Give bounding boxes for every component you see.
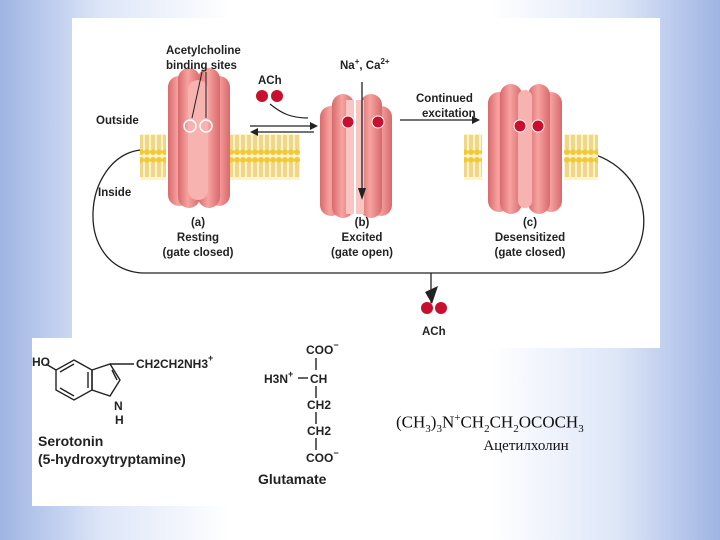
ach-molecule — [435, 302, 447, 314]
label-outside: Outside — [96, 115, 139, 127]
membrane-segment — [564, 134, 598, 180]
receptor-desensitized — [488, 84, 562, 214]
serotonin-name: Serotonin — [38, 433, 103, 449]
state-a-name: Resting — [177, 232, 219, 244]
label-ach-top: ACh — [258, 75, 282, 87]
acetylcholine-label: Ацетилхолин — [483, 438, 569, 454]
label-inside: Inside — [98, 187, 131, 199]
receptor-diagram-panel: Outside Inside Acetylcholine binding sit… — [72, 18, 660, 348]
ach-molecule — [256, 90, 268, 102]
chemical-structures: HO CH2CH2NH3+ N H Serotonin (5-hydroxytr… — [32, 340, 339, 487]
acetylcholine-formula: (CH3)3N+CH2CH2OCOCH3 — [396, 412, 584, 436]
state-c-gate: (gate closed) — [495, 247, 566, 259]
state-c-letter: (c) — [523, 217, 537, 229]
state-a-gate: (gate closed) — [163, 247, 234, 259]
glutamate-structure — [298, 358, 317, 450]
glutamate-coo-top: COO− — [306, 340, 339, 357]
glutamate-amine: H3N+ — [264, 369, 293, 386]
state-c-name: Desensitized — [495, 232, 565, 244]
label-continued-2: excitation — [422, 108, 476, 120]
serotonin-ho: HO — [32, 355, 50, 369]
serotonin-subname: (5-hydroxytryptamine) — [38, 451, 186, 467]
glutamate-coo-bottom: COO− — [306, 448, 339, 465]
state-b-name: Excited — [342, 232, 383, 244]
glutamate-ch2-a: CH2 — [307, 398, 331, 412]
membrane-segment — [140, 134, 166, 180]
label-binding-sites-2: binding sites — [166, 60, 237, 72]
label-binding-sites-1: Acetylcholine — [166, 45, 241, 57]
ach-molecule — [421, 302, 433, 314]
serotonin-side-chain: CH2CH2NH3+ — [136, 353, 213, 371]
receptor-excited — [320, 94, 392, 218]
label-ions: Na+, Ca2+ — [340, 57, 390, 72]
membrane-segment — [230, 134, 300, 180]
glutamate-ch2-b: CH2 — [307, 424, 331, 438]
receptor-resting — [168, 68, 230, 208]
cycle-loop-line — [92, 149, 645, 274]
state-a-letter: (a) — [191, 217, 205, 229]
state-b-letter: (b) — [355, 217, 370, 229]
ach-molecule — [271, 90, 283, 102]
chemical-structures-panel: HO CH2CH2NH3+ N H Serotonin (5-hydroxytr… — [32, 338, 360, 506]
serotonin-n: N — [114, 399, 123, 413]
state-b-gate: (gate open) — [331, 247, 393, 259]
receptor-diagram: Outside Inside Acetylcholine binding sit… — [92, 45, 645, 338]
serotonin-structure — [45, 359, 134, 401]
label-ach-bottom: ACh — [422, 326, 446, 338]
label-continued-1: Continued — [416, 93, 473, 105]
serotonin-h: H — [115, 413, 124, 427]
glutamate-name: Glutamate — [258, 471, 327, 487]
glutamate-ch: CH — [310, 372, 327, 386]
membrane-segment — [464, 134, 482, 180]
